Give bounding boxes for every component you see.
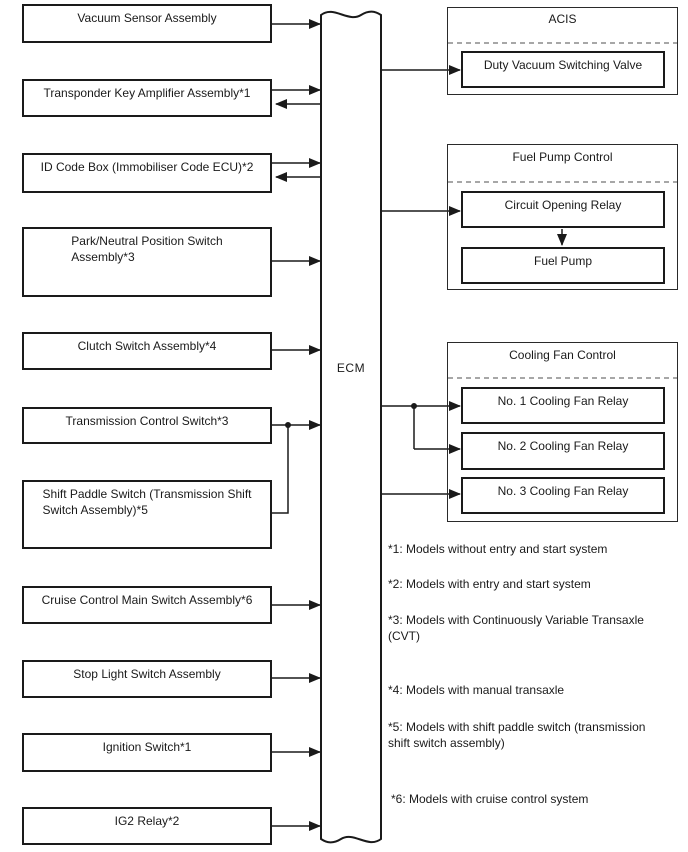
left-box-shift-paddle-switch: Shift Paddle Switch (Transmission Shift … <box>22 480 272 549</box>
inner-box-label: Circuit Opening Relay <box>504 198 622 212</box>
left-box-label: Cruise Control Main Switch Assembly*6 <box>41 593 253 607</box>
footnote-text: *1: Models without entry and start syste… <box>388 542 608 556</box>
left-box-ig2-relay: IG2 Relay*2 <box>22 807 272 845</box>
left-box-park-neutral-position-switch: Park/Neutral Position Switch Assembly*3 <box>22 227 272 297</box>
group-box-cooling-fan-control <box>447 342 678 522</box>
group-title-acis: ACIS <box>548 12 577 26</box>
connector-shiftpaddle-branch <box>272 425 289 514</box>
left-box-clutch-switch: Clutch Switch Assembly*4 <box>22 332 272 370</box>
junction-dot-shiftpaddle <box>285 422 291 428</box>
group-title-cooling-fan-control: Cooling Fan Control <box>509 348 616 362</box>
left-box-ignition-switch: Ignition Switch*1 <box>22 733 272 772</box>
inner-box-label: No. 1 Cooling Fan Relay <box>497 394 629 408</box>
left-box-stop-light-switch: Stop Light Switch Assembly <box>22 660 272 698</box>
left-box-label-line2: Switch Assembly)*5 <box>42 503 148 517</box>
left-box-vacuum-sensor-assembly: Vacuum Sensor Assembly <box>22 4 272 43</box>
footnote-text-line1: *5: Models with shift paddle switch (tra… <box>388 720 646 734</box>
footnote-text: *4: Models with manual transaxle <box>388 683 565 697</box>
inner-box-label: Fuel Pump <box>533 254 593 268</box>
left-box-id-code-box: ID Code Box (Immobiliser Code ECU)*2 <box>22 153 272 193</box>
left-box-label: Transmission Control Switch*3 <box>65 414 229 428</box>
footnote-text-line2: (CVT) <box>388 629 420 643</box>
footnote-text: *6: Models with cruise control system <box>391 792 589 806</box>
inner-box-label: No. 3 Cooling Fan Relay <box>497 484 629 498</box>
ecm-label: ECM <box>336 361 366 375</box>
left-box-label: Transponder Key Amplifier Assembly*1 <box>43 86 251 100</box>
left-box-label: Vacuum Sensor Assembly <box>77 11 217 25</box>
footnote-5: *5: Models with shift paddle switch (tra… <box>388 719 645 751</box>
group-box-acis <box>447 7 678 95</box>
left-box-label: Clutch Switch Assembly*4 <box>77 339 217 353</box>
inner-box-duty-vacuum-switching-valve: Duty Vacuum Switching Valve <box>461 51 665 88</box>
footnote-text-line1: *3: Models with Continuously Variable Tr… <box>388 613 644 627</box>
left-box-label: IG2 Relay*2 <box>114 814 180 828</box>
group-title-fuel-pump-control: Fuel Pump Control <box>512 150 613 164</box>
ecm-column-shape <box>320 10 382 844</box>
left-box-label: Stop Light Switch Assembly <box>73 667 221 681</box>
inner-box-label: Duty Vacuum Switching Valve <box>483 58 643 72</box>
left-box-label-line1: Shift Paddle Switch (Transmission Shift <box>42 487 252 501</box>
inner-box-label: No. 2 Cooling Fan Relay <box>497 439 629 453</box>
left-box-transmission-control-switch: Transmission Control Switch*3 <box>22 407 272 444</box>
footnote-text: *2: Models with entry and start system <box>388 577 591 591</box>
inner-box-no1-cooling-fan-relay: No. 1 Cooling Fan Relay <box>461 387 665 424</box>
inner-box-circuit-opening-relay: Circuit Opening Relay <box>461 191 665 228</box>
footnote-4: *4: Models with manual transaxle <box>388 682 564 698</box>
footnote-text-line2: shift switch assembly) <box>388 736 505 750</box>
footnote-3: *3: Models with Continuously Variable Tr… <box>388 612 644 644</box>
footnote-2: *2: Models with entry and start system <box>388 576 591 592</box>
left-box-label: ID Code Box (Immobiliser Code ECU)*2 <box>40 160 254 174</box>
left-box-transponder-key-amplifier: Transponder Key Amplifier Assembly*1 <box>22 79 272 117</box>
footnote-6: *6: Models with cruise control system <box>391 791 588 807</box>
inner-box-no2-cooling-fan-relay: No. 2 Cooling Fan Relay <box>461 432 665 470</box>
group-box-fuel-pump-control <box>447 144 678 290</box>
inner-box-fuel-pump: Fuel Pump <box>461 247 665 284</box>
left-box-cruise-control-main-switch: Cruise Control Main Switch Assembly*6 <box>22 586 272 624</box>
left-box-label: Ignition Switch*1 <box>102 740 192 754</box>
left-box-label-line1: Park/Neutral Position Switch <box>71 234 223 248</box>
footnote-1: *1: Models without entry and start syste… <box>388 541 607 557</box>
inner-box-no3-cooling-fan-relay: No. 3 Cooling Fan Relay <box>461 477 665 514</box>
left-box-label-line2: Assembly*3 <box>71 250 135 264</box>
